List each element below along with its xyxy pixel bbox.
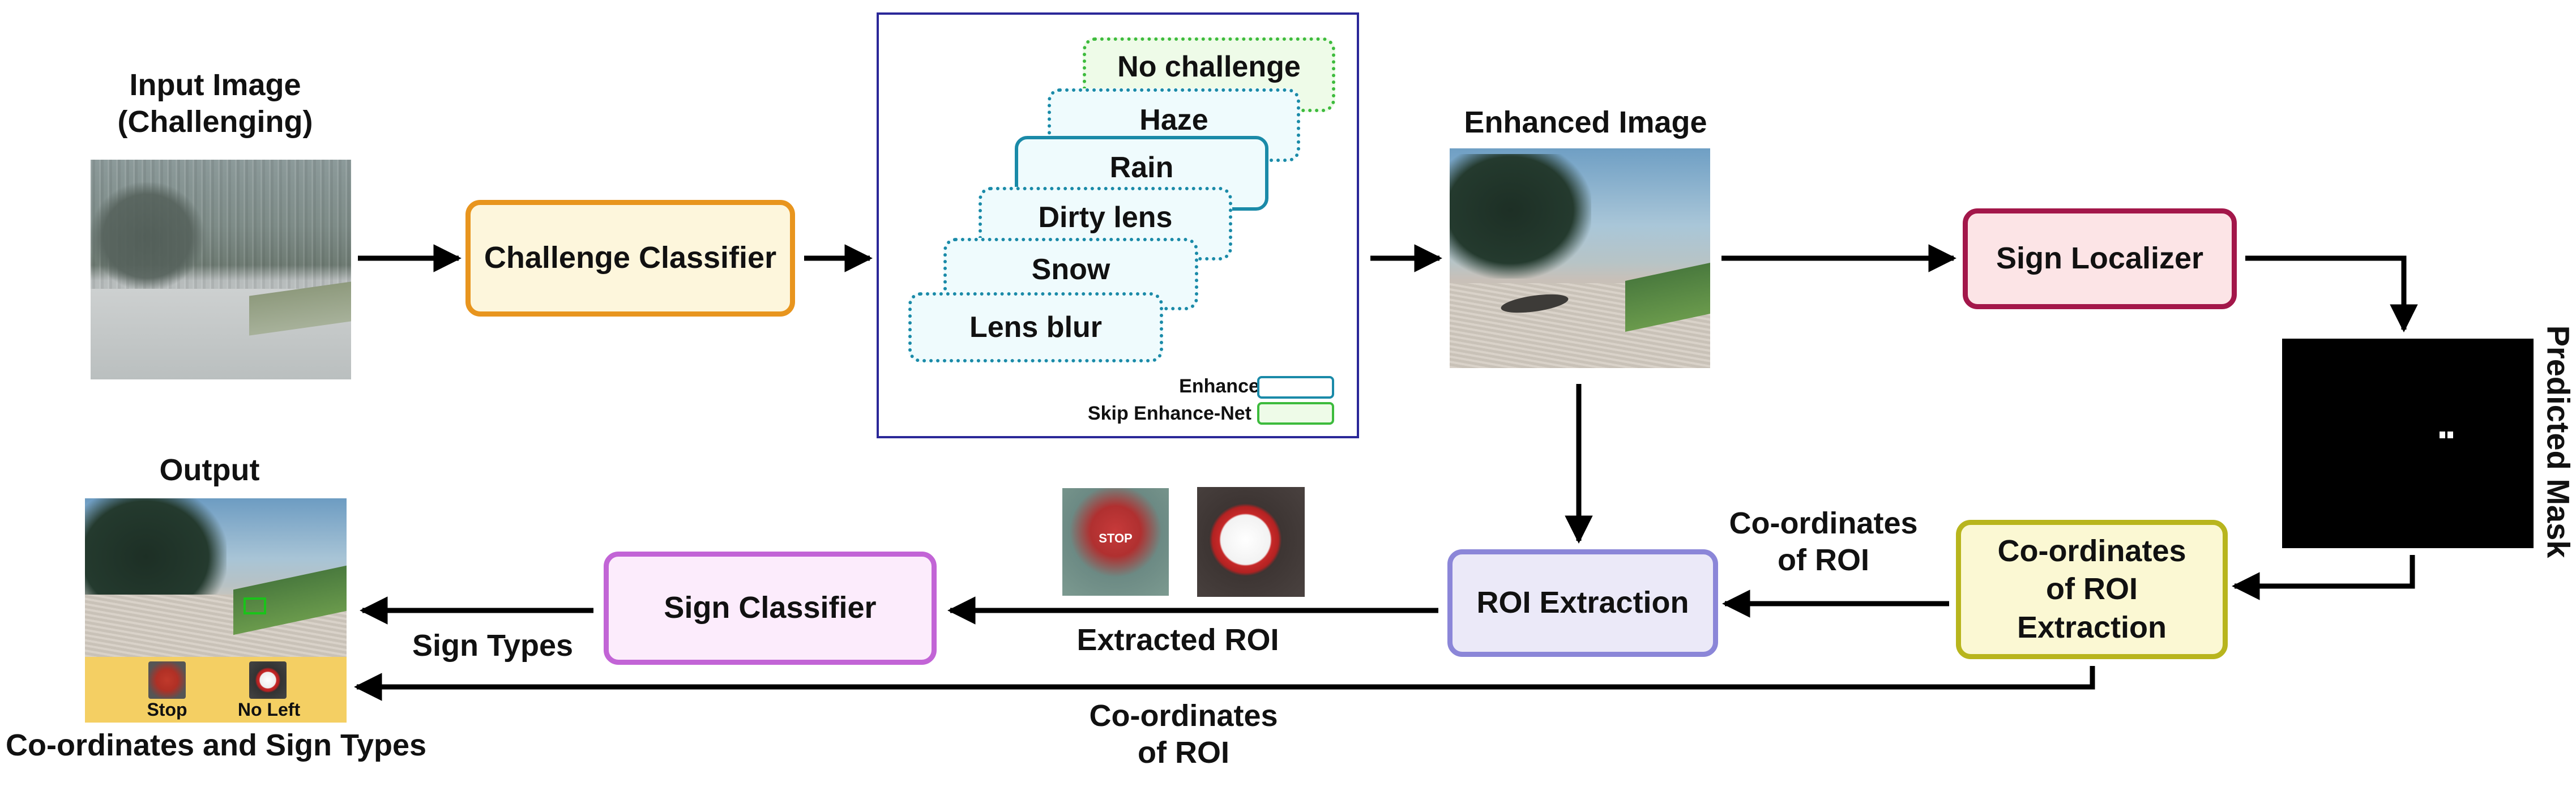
challenge-card-dirty-lens-label: Dirty lens [1038, 201, 1173, 234]
challenge-card-lens-blur: Lens blur [908, 292, 1163, 362]
challenge-classifier-label: Challenge Classifier [484, 241, 777, 275]
coords-extraction-line3: Extraction [2017, 610, 2167, 644]
challenge-card-no-challenge-label: No challenge [1117, 50, 1301, 83]
stop-sign-glyph: STOP [1099, 531, 1133, 545]
input-challenging-image [91, 160, 351, 379]
coords-and-types-caption: Co-ordinates and Sign Types [6, 728, 427, 762]
output-stop-thumbnail [148, 661, 186, 699]
coords-extraction-line1: Co-ordinates [1997, 533, 2186, 568]
arrow-localizer-to-mask [2245, 255, 2418, 332]
extracted-roi-no-left-crop [1197, 487, 1305, 597]
legend-skip-enhance-net-swatch [1257, 402, 1334, 425]
arrow-mask-to-coords [2232, 555, 2415, 600]
sign-classifier-block: Sign Classifier [604, 552, 937, 665]
edge-label-extracted-roi: Extracted ROI [1076, 623, 1279, 657]
roi-extraction-label: ROI Extraction [1476, 586, 1689, 620]
edge-label-coords-of-roi-bottom-line1: Co-ordinates [1089, 699, 1278, 733]
predicted-mask-label: Predicted Mask [2540, 317, 2576, 566]
edge-label-coords-of-roi-bottom: Co-ordinates of ROI [1076, 698, 1291, 771]
sign-localizer-label: Sign Localizer [1996, 241, 2204, 276]
predicted-mask-image [2282, 339, 2534, 548]
challenge-classifier-block: Challenge Classifier [465, 200, 795, 317]
legend-skip-enhance-net-label: Skip Enhance-Net [1087, 403, 1251, 424]
arrow-coords-to-output [354, 666, 2095, 701]
challenge-card-rain-label: Rain [1109, 151, 1174, 184]
predicted-mask-label-text: Predicted Mask [2540, 325, 2576, 558]
output-image [85, 498, 347, 657]
image-tree [91, 182, 204, 290]
legend-enhance-net-swatch [1257, 376, 1334, 399]
enhanced-image [1450, 148, 1710, 368]
output-no-left-thumbnail [249, 661, 287, 699]
edge-label-coords-of-roi-top-line1: Co-ordinates [1729, 506, 1918, 540]
sign-localizer-block: Sign Localizer [1963, 208, 2237, 309]
coords-extraction-line2: of ROI [2046, 572, 2138, 606]
challenge-card-snow-label: Snow [1031, 253, 1110, 286]
edge-label-coords-of-roi-top-line2: of ROI [1778, 542, 1869, 577]
edge-label-coords-of-roi-top: Co-ordinates of ROI [1716, 505, 1931, 579]
mask-blob [2447, 432, 2453, 438]
image-tree [1450, 154, 1591, 279]
challenge-card-lens-blur-label: Lens blur [969, 310, 1103, 344]
input-image-label-line1: Input Image [129, 68, 301, 102]
sign-classifier-label: Sign Classifier [664, 591, 877, 625]
input-image-label: Input Image (Challenging) [85, 67, 345, 140]
enhanced-image-label: Enhanced Image [1464, 105, 1707, 139]
output-sign-no-left-label: No Left [237, 699, 301, 720]
challenge-card-haze-label: Haze [1139, 104, 1208, 136]
edge-label-sign-types: Sign Types [412, 629, 574, 663]
extracted-roi-stop-crop: STOP [1062, 488, 1169, 596]
edge-label-coords-of-roi-bottom-line2: of ROI [1138, 735, 1229, 770]
output-sign-strip [85, 657, 347, 723]
mask-blob [2440, 432, 2445, 438]
output-label: Output [159, 453, 260, 487]
coords-extraction-block: Co-ordinates of ROI Extraction [1956, 520, 2228, 659]
roi-extraction-block: ROI Extraction [1447, 549, 1718, 657]
detection-box [243, 597, 266, 614]
input-image-label-line2: (Challenging) [117, 104, 313, 139]
output-sign-stop-label: Stop [147, 699, 187, 720]
